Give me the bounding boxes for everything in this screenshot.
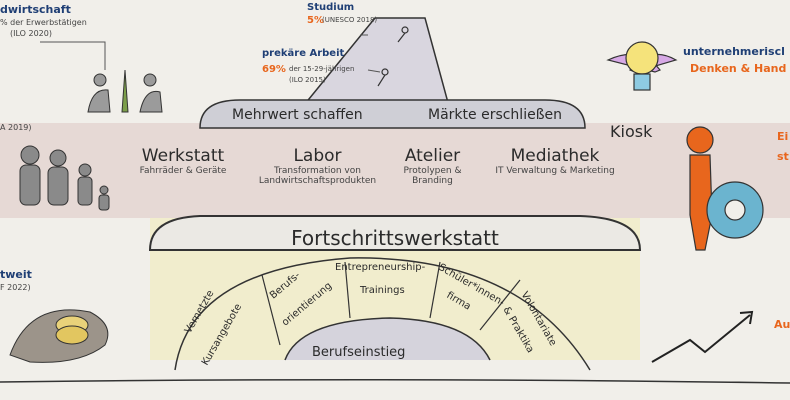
- studium-value: 5%: [307, 15, 324, 26]
- prekaer-label: prekäre Arbeit: [262, 48, 345, 59]
- arch-inner: [284, 317, 491, 361]
- right-low-fragment: Au: [774, 318, 790, 331]
- kiosk-label: Kiosk: [610, 122, 653, 141]
- main-title-band: [148, 215, 642, 251]
- lightbulb-icon: [606, 41, 678, 91]
- arch-outline: [174, 257, 591, 371]
- workshop-title: Atelier: [404, 146, 461, 166]
- pink-band: [0, 123, 790, 218]
- person-gear-icon: [686, 126, 764, 251]
- berufseinstieg-label: Berufseinstieg: [312, 345, 406, 360]
- upper-hat-band: [199, 99, 586, 129]
- workshop-mediathek: Mediathek IT Verwaltung & Marketing: [485, 146, 625, 176]
- agriculture-source: (ILO 2020): [10, 29, 52, 38]
- right-mid-line1: Ei: [777, 130, 789, 143]
- workshop-werkstatt: Werkstatt Fahrräder & Geräte: [128, 146, 238, 176]
- workshop-sub2: Branding: [412, 176, 453, 186]
- main-title: Fortschrittswerkstatt: [291, 226, 499, 250]
- arch-trainings: Trainings: [360, 285, 405, 296]
- studium-label: Studium: [307, 2, 355, 13]
- right-mid-line2: st: [777, 150, 789, 163]
- studium-source: (UNESCO 2018): [322, 16, 378, 24]
- family-source: A 2019): [0, 123, 32, 132]
- prekaer-detail: der 15-29-jährigen: [289, 65, 355, 73]
- entrepreneurial-line2: Denken & Hand: [690, 62, 787, 75]
- workshop-atelier: Atelier Protolypen & Branding: [395, 146, 470, 186]
- workshop-sub1: IT Verwaltung & Marketing: [495, 166, 615, 176]
- ground-line: [0, 378, 790, 384]
- agriculture-title: dwirtschaft: [0, 3, 71, 16]
- workshop-sub1: Protolypen &: [403, 166, 462, 176]
- workshop-title: Mediathek: [510, 146, 600, 166]
- poverty-source: F 2022): [0, 283, 31, 292]
- workshop-title: Labor: [293, 146, 342, 166]
- workshop-sub1: Fahrräder & Geräte: [139, 166, 227, 176]
- workshop-sub1: Transformation von: [274, 166, 361, 176]
- workshop-sub2: Landwirtschaftsprodukten: [258, 176, 377, 186]
- prekaer-value: 69%: [262, 64, 286, 75]
- agriculture-line2: % der Erwerbstätigen: [0, 18, 87, 27]
- mountain-shape: [298, 17, 451, 111]
- mehrwert-label: Mehrwert schaffen: [232, 107, 363, 123]
- family-icon: [19, 145, 110, 211]
- workshop-labor: Labor Transformation von Landwirtschafts…: [250, 146, 385, 186]
- prekaer-source: (ILO 2015): [289, 76, 326, 84]
- workshop-title: Werkstatt: [141, 146, 225, 166]
- farmers-icon: [87, 69, 163, 113]
- climber-icons: [377, 26, 409, 87]
- growth-arrow-icon: [651, 310, 754, 363]
- poverty-title: tweit: [0, 268, 32, 281]
- maerkte-label: Märkte erschließen: [428, 107, 563, 123]
- entrepreneurial-line1: unternehmeriscl: [683, 45, 785, 58]
- hand-coins-icon: [9, 309, 109, 363]
- yellow-arch-area: [150, 218, 640, 360]
- arch-entrepreneurship: Entrepreneurship-: [335, 262, 426, 273]
